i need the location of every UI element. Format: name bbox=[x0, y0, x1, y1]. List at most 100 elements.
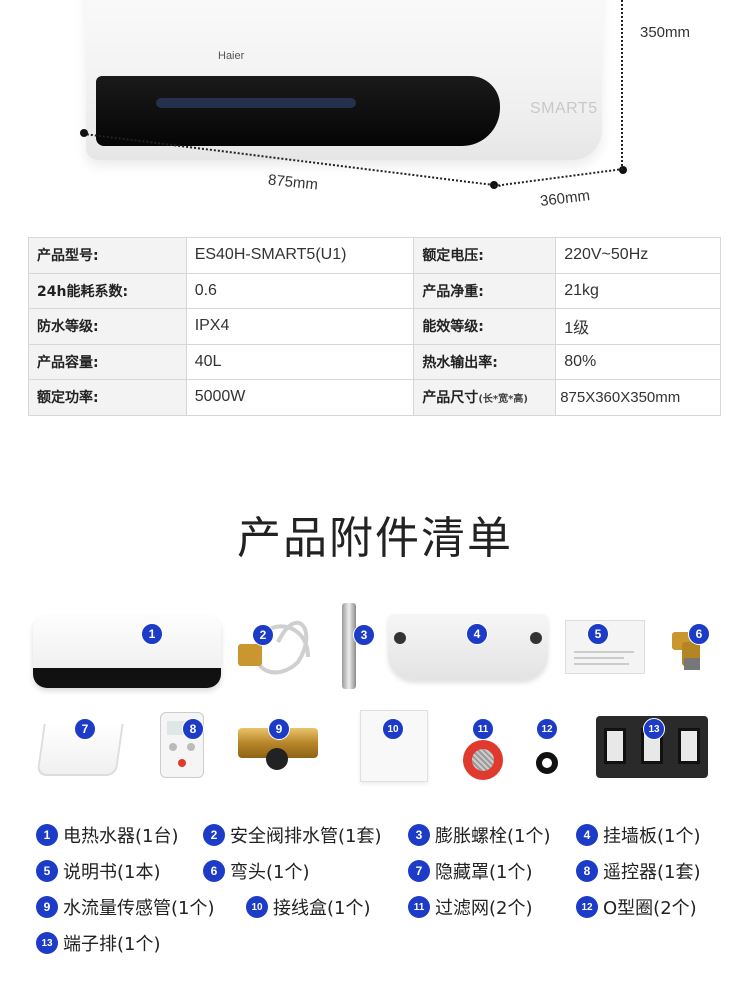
spec-key: 产品尺寸(长*宽*高) bbox=[413, 379, 557, 416]
badge-11: 11 bbox=[472, 718, 494, 740]
legend-label: 接线盒(1个) bbox=[273, 898, 371, 919]
legend-badge: 13 bbox=[36, 932, 58, 954]
table-row: 24h能耗系数: 0.6 产品净重: 21kg bbox=[28, 272, 721, 309]
spec-key-note: (长*宽*高) bbox=[478, 394, 528, 406]
legend-badge: 4 bbox=[576, 824, 598, 846]
dimension-dot bbox=[619, 166, 627, 174]
remote-button bbox=[178, 759, 186, 767]
legend-label: 挂墙板(1个) bbox=[603, 826, 701, 847]
dimension-dot bbox=[490, 181, 498, 189]
control-panel bbox=[96, 76, 500, 146]
remote-button bbox=[169, 743, 177, 751]
spec-key: 额定电压: bbox=[413, 237, 557, 274]
section-title: 产品附件清单 bbox=[237, 513, 513, 564]
spec-value: 40L bbox=[185, 343, 415, 380]
spec-key: 防水等级: bbox=[28, 308, 187, 345]
bracket-hole bbox=[530, 632, 542, 644]
dimension-dot bbox=[80, 129, 88, 137]
badge-9: 9 bbox=[268, 718, 290, 740]
accessory-wall-bracket bbox=[388, 614, 548, 680]
depth-label: 360mm bbox=[539, 187, 591, 210]
table-row: 防水等级: IPX4 能效等级: 1级 bbox=[28, 308, 721, 345]
badge-2: 2 bbox=[252, 624, 274, 646]
manual-line bbox=[574, 657, 624, 659]
legend-badge: 9 bbox=[36, 896, 58, 918]
spec-value: 5000W bbox=[185, 379, 415, 416]
badge-12: 12 bbox=[536, 718, 558, 740]
legend-label: 遥控器(1套) bbox=[603, 862, 701, 883]
legend-label: 端子排(1个) bbox=[63, 934, 161, 955]
remote-button bbox=[187, 743, 195, 751]
legend-label: 隐藏罩(1个) bbox=[435, 862, 533, 883]
badge-5: 5 bbox=[587, 623, 609, 645]
spec-key: 热水输出率: bbox=[413, 343, 557, 380]
brand-logo: Haier bbox=[218, 50, 245, 62]
spec-key: 产品容量: bbox=[28, 343, 187, 380]
width-label: 875mm bbox=[267, 171, 319, 194]
spec-table: 产品型号: ES40H-SMART5(U1) 额定电压: 220V~50Hz 2… bbox=[28, 237, 721, 416]
badge-1: 1 bbox=[141, 623, 163, 645]
legend-label: 弯头(1个) bbox=[230, 862, 310, 883]
spec-value: 21kg bbox=[555, 272, 721, 309]
table-row: 额定功率: 5000W 产品尺寸(长*宽*高) 875X360X350mm bbox=[28, 379, 721, 416]
height-dimension-line bbox=[621, 0, 623, 170]
legend-badge: 10 bbox=[246, 896, 268, 918]
smart-badge: SMART5 bbox=[530, 100, 598, 117]
sensor-cap bbox=[266, 748, 288, 770]
spec-value: 220V~50Hz bbox=[555, 237, 721, 274]
accessory-expansion-bolt bbox=[342, 603, 356, 689]
spec-key: 额定功率: bbox=[28, 379, 187, 416]
table-row: 产品型号: ES40H-SMART5(U1) 额定电压: 220V~50Hz bbox=[28, 237, 721, 274]
spec-value: 1级 bbox=[555, 308, 721, 345]
spec-value: 875X360X350mm bbox=[555, 379, 721, 416]
legend-badge: 6 bbox=[203, 860, 225, 882]
spec-value: 0.6 bbox=[185, 272, 415, 309]
spec-key: 能效等级: bbox=[413, 308, 557, 345]
accessory-o-ring bbox=[536, 752, 558, 774]
legend-badge: 5 bbox=[36, 860, 58, 882]
legend-badge: 2 bbox=[203, 824, 225, 846]
accessory-filter bbox=[463, 740, 503, 780]
spec-value: 80% bbox=[555, 343, 721, 380]
legend-badge: 1 bbox=[36, 824, 58, 846]
legend-badge: 3 bbox=[408, 824, 430, 846]
badge-7: 7 bbox=[74, 718, 96, 740]
badge-8: 8 bbox=[182, 718, 204, 740]
legend-badge: 12 bbox=[576, 896, 598, 918]
legend-badge: 7 bbox=[408, 860, 430, 882]
filter-mesh bbox=[472, 749, 494, 771]
display-glow bbox=[156, 98, 356, 108]
accessory-water-heater bbox=[33, 616, 221, 688]
badge-10: 10 bbox=[382, 718, 404, 740]
legend-label: 电热水器(1台) bbox=[63, 826, 179, 847]
legend-label: 说明书(1本) bbox=[63, 862, 161, 883]
legend-label: 过滤网(2个) bbox=[435, 898, 533, 919]
manual-line bbox=[574, 651, 634, 653]
spec-value: ES40H-SMART5(U1) bbox=[185, 237, 415, 274]
legend-badge: 11 bbox=[408, 896, 430, 918]
legend-label: 膨胀螺栓(1个) bbox=[435, 826, 551, 847]
manual-line bbox=[574, 663, 629, 665]
panel-strip bbox=[33, 668, 221, 688]
badge-6: 6 bbox=[688, 623, 710, 645]
legend-badge: 8 bbox=[576, 860, 598, 882]
bracket-hole bbox=[394, 632, 406, 644]
terminal-slot bbox=[678, 728, 700, 764]
table-row: 产品容量: 40L 热水输出率: 80% bbox=[28, 343, 721, 380]
accessory-elbow bbox=[672, 632, 700, 670]
spec-key-text: 产品尺寸 bbox=[422, 390, 479, 407]
terminal-slot bbox=[604, 728, 626, 764]
height-label: 350mm bbox=[640, 24, 691, 41]
legend-label: 水流量传感管(1个) bbox=[63, 898, 215, 919]
legend-label: 安全阀排水管(1套) bbox=[230, 826, 382, 847]
